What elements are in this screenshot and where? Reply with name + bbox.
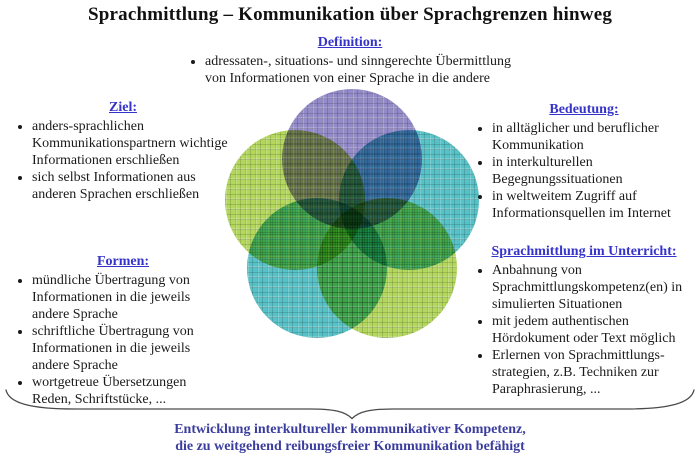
list-item: in weltweitem Zugriff auf Informationsqu… — [492, 188, 694, 222]
ziel-list: anders-sprachlichen Kommunikationspartne… — [14, 118, 232, 203]
underbrace-curve — [5, 389, 695, 420]
section-definition: Definition: adressaten-, situations- und… — [165, 35, 535, 87]
list-item: Erlernen von Sprachmittlungs-strategien,… — [492, 347, 694, 398]
list-item: sich selbst Informationen aus anderen Sp… — [32, 169, 232, 203]
formen-list: mündliche Übertragung von Informationen … — [14, 272, 232, 408]
list-item: adressaten-, situations- und sinngerecht… — [205, 53, 515, 87]
definition-heading: Definition: — [317, 35, 383, 50]
bedeutung-list: in alltäglicher und beruflicher Kommunik… — [474, 120, 694, 222]
ziel-heading: Ziel: — [109, 100, 137, 115]
conclusion-text: Entwicklung interkultureller kommunikati… — [0, 421, 700, 455]
section-bedeutung: Bedeutung: in alltäglicher und beruflich… — [474, 102, 694, 222]
list-item: wortgetreue Übersetzungen Reden, Schrift… — [32, 374, 232, 408]
underbrace — [0, 383, 700, 423]
section-formen: Formen: mündliche Übertragung von Inform… — [14, 254, 232, 408]
conclusion-line-1: Entwicklung interkultureller kommunikati… — [174, 422, 526, 437]
list-item: Anbahnung von Sprachmittlungskompetenz(e… — [492, 262, 694, 313]
unterricht-heading: Sprachmittlung im Unterricht: — [491, 244, 677, 259]
formen-heading: Formen: — [96, 254, 150, 269]
venn-circle-upper-left — [225, 130, 365, 270]
list-item: anders-sprachlichen Kommunikationspartne… — [32, 118, 232, 169]
list-item: in interkulturellen Begegnungssituatione… — [492, 154, 694, 188]
list-item: mit jedem authentischen Hördokument oder… — [492, 313, 694, 347]
list-item: in alltäglicher und beruflicher Kommunik… — [492, 120, 694, 154]
section-ziel: Ziel: anders-sprachlichen Kommunikations… — [14, 100, 232, 203]
bedeutung-heading: Bedeutung: — [549, 102, 619, 117]
list-item: mündliche Übertragung von Informationen … — [32, 272, 232, 323]
section-unterricht: Sprachmittlung im Unterricht: Anbahnung … — [474, 244, 694, 398]
definition-list: adressaten-, situations- und sinngerecht… — [165, 53, 535, 87]
page-title: Sprachmittlung – Kommunikation über Spra… — [87, 4, 613, 25]
conclusion-line-2: die zu weitgehend reibungsfreier Kommuni… — [175, 439, 525, 454]
list-item: schriftliche Übertragung von Information… — [32, 323, 232, 374]
unterricht-list: Anbahnung von Sprachmittlungskompetenz(e… — [474, 262, 694, 398]
